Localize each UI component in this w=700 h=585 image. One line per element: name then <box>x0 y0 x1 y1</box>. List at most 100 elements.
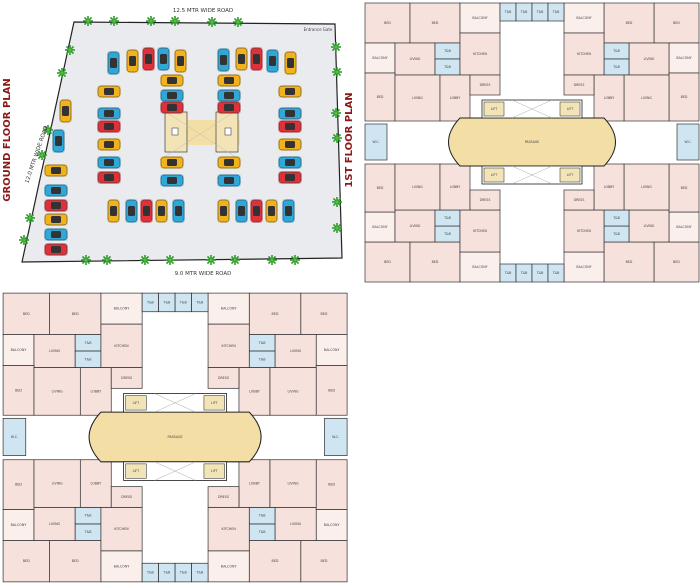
room-balcony: BALCONY <box>315 334 348 366</box>
room-label: DRESS <box>480 198 491 202</box>
room-label: T&B <box>84 357 93 361</box>
room-bed: BED <box>409 241 461 283</box>
room-label: T&B <box>258 530 267 534</box>
room-bed: BED <box>315 459 348 510</box>
room-label: BED <box>320 559 327 563</box>
room-label: DRESS <box>121 495 132 499</box>
car-roof <box>51 231 61 238</box>
car-roof <box>253 206 260 216</box>
car <box>44 184 68 197</box>
room-label: BED <box>673 260 680 264</box>
room-living: LIVING <box>628 42 670 76</box>
room-label: BED <box>626 21 633 25</box>
tree-icon <box>332 197 342 207</box>
room-outline <box>439 74 471 122</box>
room-outline <box>79 367 112 416</box>
car <box>52 129 65 153</box>
room-label: BALCONY <box>472 16 487 20</box>
car-roof <box>167 77 177 84</box>
room-outline <box>33 367 81 416</box>
room-outline <box>324 417 348 456</box>
lift-label: LIFT <box>133 469 141 473</box>
lift-left <box>171 127 179 136</box>
apartment-wing: BEDBEDBALCONYBALCONYLIVINGT&BT&BKITCHENB… <box>563 2 700 122</box>
tree-center <box>233 258 237 262</box>
room-label: T&B <box>612 216 620 220</box>
room-lobby: LOBBY <box>238 367 271 416</box>
room-outline <box>364 163 396 213</box>
room-dress: DRESS <box>207 486 240 508</box>
car-roof <box>104 110 114 117</box>
room-outline <box>274 506 317 541</box>
room-tb: T&B <box>499 263 517 283</box>
room-label: T&B <box>443 232 451 236</box>
room-outline <box>315 334 348 366</box>
ground-floor-title: GROUND FLOOR PLAN <box>2 78 13 202</box>
room-bed: BED <box>2 292 50 335</box>
room-label: LIVING <box>412 185 423 189</box>
room-living: LIVING <box>394 74 441 122</box>
car <box>282 199 295 223</box>
room-tb: T&B <box>515 263 533 283</box>
room-label: BED <box>384 260 391 264</box>
room-dress: DRESS <box>110 367 143 389</box>
room-label: T&B <box>162 571 171 575</box>
room-lobby: LOBBY <box>238 459 271 508</box>
tree-center <box>84 258 88 262</box>
passage-area <box>448 117 616 167</box>
room-outline <box>49 292 102 335</box>
room-label: BALCONY <box>324 348 341 352</box>
room-outline <box>315 459 348 510</box>
room-tb: T&B <box>434 209 461 227</box>
room-dress: DRESS <box>563 189 595 211</box>
room-bed: BED <box>49 292 102 335</box>
tree-center <box>293 258 297 262</box>
tree-icon <box>267 255 277 265</box>
room-label: BED <box>377 186 384 190</box>
room-label: T&B <box>520 271 528 275</box>
car <box>217 174 241 187</box>
car-roof <box>224 177 234 184</box>
room-outline <box>439 163 471 211</box>
room-outline <box>274 334 317 368</box>
room-tb: T&B <box>158 292 176 313</box>
room-label: BED <box>23 312 30 316</box>
room-label: LIVING <box>290 522 301 526</box>
car-roof <box>51 167 61 174</box>
first-floor-title: 1ST FLOOR PLAN <box>344 92 355 187</box>
passage-area <box>88 411 262 463</box>
tree-icon <box>233 17 243 27</box>
car-roof <box>285 159 295 166</box>
room-outline <box>653 241 700 283</box>
tree-center <box>46 128 50 132</box>
room-label: LOBBY <box>90 482 102 486</box>
room-outline <box>563 74 595 96</box>
room-outline <box>248 540 302 583</box>
room-outline <box>459 32 501 76</box>
car-roof <box>104 88 114 95</box>
room-label: DRESS <box>480 83 491 87</box>
room-label: BALCONY <box>11 523 28 527</box>
room-dress: DRESS <box>469 74 501 96</box>
room-kitchen: KITCHEN <box>563 32 605 76</box>
car-roof <box>285 110 295 117</box>
room-label: T&B <box>258 514 267 518</box>
car <box>97 171 121 184</box>
tree-icon <box>332 223 342 233</box>
room-label: BALCONY <box>221 307 238 311</box>
room-label: T&B <box>536 10 544 14</box>
stair <box>559 167 581 183</box>
car <box>160 156 184 169</box>
car <box>44 164 68 177</box>
room-label: LIVING <box>641 96 652 100</box>
bottom-road-label: 9.0 MTR WIDE ROAD <box>175 271 232 277</box>
tree-center <box>210 20 214 24</box>
room-bed: BED <box>49 540 102 583</box>
room-living: LIVING <box>33 334 76 368</box>
top-road-label: 12.5 MTR WIDE ROAD <box>173 8 233 14</box>
room-tb: T&B <box>74 334 102 352</box>
tree-icon <box>331 108 341 118</box>
room-label: BED <box>432 260 439 264</box>
